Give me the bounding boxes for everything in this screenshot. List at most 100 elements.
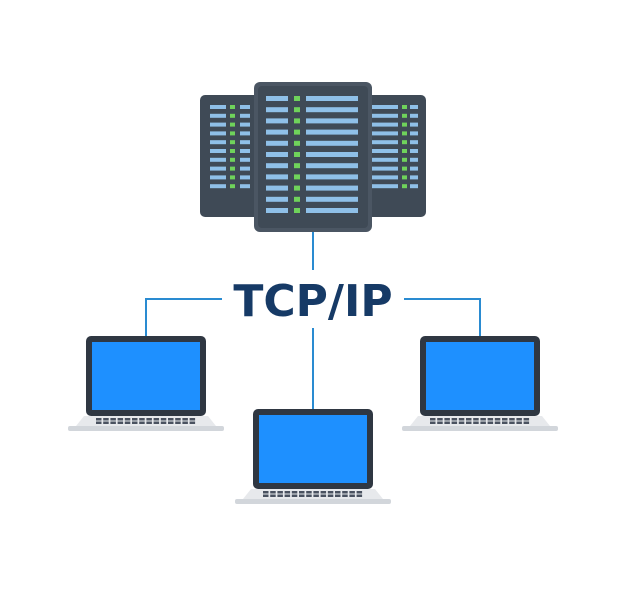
laptop-key bbox=[132, 418, 138, 421]
laptop-key bbox=[110, 418, 116, 421]
rack-slot bbox=[306, 185, 358, 191]
laptop-key bbox=[277, 491, 283, 494]
rack-led bbox=[402, 140, 407, 145]
laptop-key bbox=[117, 421, 124, 424]
laptop-key bbox=[320, 494, 327, 497]
laptop-key bbox=[270, 494, 276, 497]
rack-led bbox=[294, 208, 300, 213]
laptop-key bbox=[306, 494, 312, 497]
rack-slot bbox=[372, 131, 398, 136]
rack-slot bbox=[410, 131, 418, 136]
laptop-key bbox=[277, 494, 283, 497]
laptop-key bbox=[117, 418, 124, 421]
laptop-base-edge bbox=[402, 426, 558, 431]
rack-led bbox=[402, 149, 407, 153]
rack-slot bbox=[372, 105, 398, 109]
rack-slot bbox=[240, 122, 250, 127]
rack-slot bbox=[266, 96, 288, 101]
rack-slot bbox=[306, 107, 358, 113]
rack-slot bbox=[210, 184, 226, 189]
laptop-key bbox=[349, 494, 355, 497]
laptop-key bbox=[430, 421, 436, 424]
server-left-unit bbox=[200, 95, 262, 217]
protocol-label: TCP/IP bbox=[233, 276, 392, 327]
rack-slot bbox=[210, 131, 226, 136]
server-left-unit-body bbox=[200, 95, 262, 217]
laptop-key bbox=[473, 418, 479, 421]
laptop-key bbox=[502, 418, 508, 421]
laptop-key bbox=[96, 421, 102, 424]
rack-slot bbox=[410, 166, 418, 171]
rack-led bbox=[230, 131, 235, 136]
server-rack-icon bbox=[200, 82, 426, 232]
server-center-unit bbox=[254, 82, 372, 232]
laptop-key bbox=[430, 418, 436, 421]
rack-led bbox=[402, 157, 407, 162]
laptop-keyboard-deck bbox=[76, 416, 216, 426]
rack-slot bbox=[410, 175, 418, 180]
laptop-key bbox=[523, 418, 530, 421]
rack-slot bbox=[210, 105, 226, 109]
laptop-key bbox=[509, 421, 515, 424]
rack-slot bbox=[266, 208, 288, 213]
laptop-key bbox=[437, 421, 443, 424]
rack-led bbox=[294, 129, 300, 135]
laptop-key bbox=[437, 418, 443, 421]
rack-slot bbox=[240, 113, 250, 118]
laptop-key bbox=[263, 491, 269, 494]
rack-led bbox=[294, 196, 300, 202]
laptop-keyboard-deck bbox=[243, 489, 383, 499]
rack-slot bbox=[306, 140, 358, 146]
laptop-key bbox=[110, 421, 116, 424]
laptop-key bbox=[284, 494, 291, 497]
laptop-center-icon bbox=[235, 409, 391, 504]
rack-slot bbox=[372, 113, 398, 118]
laptop-key bbox=[523, 421, 530, 424]
rack-slot bbox=[372, 175, 398, 180]
laptop-key bbox=[168, 418, 174, 421]
rack-led bbox=[230, 157, 235, 162]
laptop-key bbox=[160, 418, 167, 421]
edge-to-laptop-right bbox=[404, 298, 481, 336]
rack-slot bbox=[240, 184, 250, 189]
laptop-key bbox=[327, 494, 334, 497]
laptop-key bbox=[480, 418, 486, 421]
rack-slot bbox=[210, 149, 226, 153]
label-background bbox=[222, 270, 404, 328]
rack-led bbox=[230, 113, 235, 118]
rack-slot bbox=[410, 157, 418, 162]
laptop-key bbox=[487, 421, 494, 424]
rack-led bbox=[294, 107, 300, 113]
laptop-base-edge bbox=[235, 499, 391, 504]
rack-slot bbox=[410, 149, 418, 153]
rack-slot bbox=[240, 131, 250, 136]
rack-led bbox=[230, 122, 235, 127]
laptop-key bbox=[182, 421, 188, 424]
laptop-key bbox=[96, 418, 102, 421]
server-right-unit bbox=[364, 95, 426, 217]
rack-slot bbox=[306, 163, 358, 169]
rack-slot bbox=[240, 105, 250, 109]
laptop-key bbox=[349, 491, 355, 494]
rack-led bbox=[402, 131, 407, 136]
laptop-key bbox=[335, 491, 341, 494]
laptop-key bbox=[335, 494, 341, 497]
rack-led bbox=[230, 184, 235, 189]
laptop-key bbox=[132, 421, 138, 424]
laptop-key bbox=[139, 418, 145, 421]
laptop-key bbox=[182, 418, 188, 421]
edge-to-laptop-left bbox=[145, 298, 222, 336]
laptop-screen bbox=[259, 415, 367, 483]
laptop-right-icon bbox=[402, 336, 558, 431]
rack-slot bbox=[372, 149, 398, 153]
rack-led bbox=[294, 174, 300, 180]
rack-led bbox=[402, 175, 407, 180]
rack-slot bbox=[410, 113, 418, 118]
rack-slot bbox=[210, 175, 226, 180]
rack-led bbox=[294, 185, 300, 191]
rack-slot bbox=[266, 196, 288, 202]
laptop-key bbox=[458, 418, 465, 421]
laptop-key bbox=[342, 494, 348, 497]
laptop-key bbox=[466, 421, 472, 424]
